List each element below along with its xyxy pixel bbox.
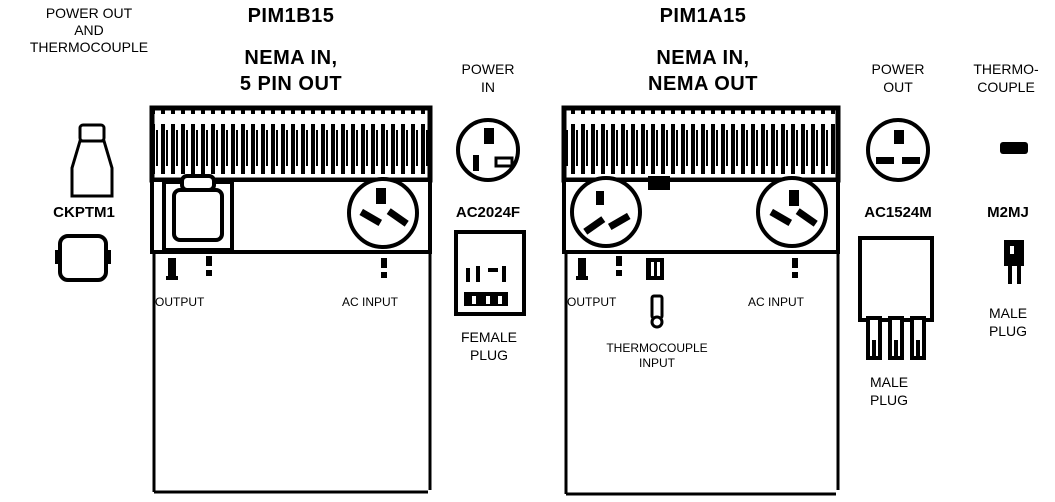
m2mj-plug-line1: MALE [988, 305, 1028, 321]
pim1a15-subtitle-line2: NEMA OUT [648, 73, 758, 95]
m2mj-plug-line2: PLUG [988, 323, 1028, 339]
ac2024f-face [456, 118, 520, 182]
m2mj-header-line2: COUPLE [977, 79, 1035, 95]
pim1b15-subtitle-line2: 5 PIN OUT [239, 73, 343, 95]
pim1a15-thermocouple-label-line1: THERMOCOUPLE [606, 341, 708, 355]
ckptm1-part-number: CKPTM1 [53, 204, 115, 221]
pim1a15-ac-input-label: AC INPUT [748, 295, 805, 309]
ac2024f-part-number: AC2024F [455, 204, 521, 221]
m2mj-part-number: M2MJ [987, 204, 1029, 221]
pim1a15-title: PIM1A15 [659, 5, 747, 27]
pim1a15-thermocouple-input-jack [646, 258, 664, 329]
ac2024f-header-line2: IN [481, 79, 495, 95]
pim1a15-thermocouple-label-line2: INPUT [639, 356, 675, 370]
ac1524m-header-line2: OUT [883, 79, 913, 95]
ckptm1-hood [70, 123, 114, 198]
ac1524m-header-line1: POWER [871, 61, 925, 77]
ckptm1-face [55, 234, 111, 282]
ac2024f-header-line1: POWER [461, 61, 515, 77]
pim1a15-subtitle-line1: NEMA IN, [656, 47, 750, 69]
pim1b15-module [149, 105, 433, 494]
m2mj-header-line1: THERMO- [973, 61, 1039, 77]
m2mj-face [1000, 142, 1028, 154]
ac2024f-plug-line1: FEMALE [460, 329, 517, 345]
pim1b15-ac-input-pin-glyph [379, 258, 389, 278]
pim1b15-ac-input-receptacle [347, 177, 419, 249]
pim1b15-output-label: OUTPUT [155, 295, 205, 309]
ac1524m-face [866, 118, 930, 182]
ac1524m-plug-body [858, 236, 934, 360]
pim1a15-ac-input-pin-glyph [790, 258, 800, 278]
pim1b15-ac-input-label: AC INPUT [342, 295, 399, 309]
ac1524m-plug-line1: MALE [869, 374, 909, 390]
pim1a15-ac-input-receptacle [756, 176, 828, 248]
pim1a15-output-label: OUTPUT [567, 295, 617, 309]
pim1a15-module [561, 105, 841, 496]
pim1b15-output-pin-glyphs [166, 256, 214, 280]
ckptm1-header-line1: POWER OUT [45, 5, 133, 21]
pim1b15-title: PIM1B15 [247, 5, 335, 27]
pim1a15-output-receptacle [570, 176, 642, 248]
pim1b15-5pin-output-connector [162, 174, 234, 252]
pim1b15-subtitle-line1: NEMA IN, [244, 47, 338, 69]
ac1524m-part-number: AC1524M [864, 204, 932, 221]
pim1a15-output-pin-glyphs [576, 256, 624, 280]
ac1524m-plug-line2: PLUG [869, 392, 909, 408]
ckptm1-header-line2: AND [74, 22, 104, 38]
ac2024f-plug-line2: PLUG [469, 347, 509, 363]
ckptm1-header-line3: THERMOCOUPLE [29, 39, 149, 55]
ac2024f-plug-body [454, 230, 526, 316]
m2mj-plug-body [1004, 240, 1024, 284]
